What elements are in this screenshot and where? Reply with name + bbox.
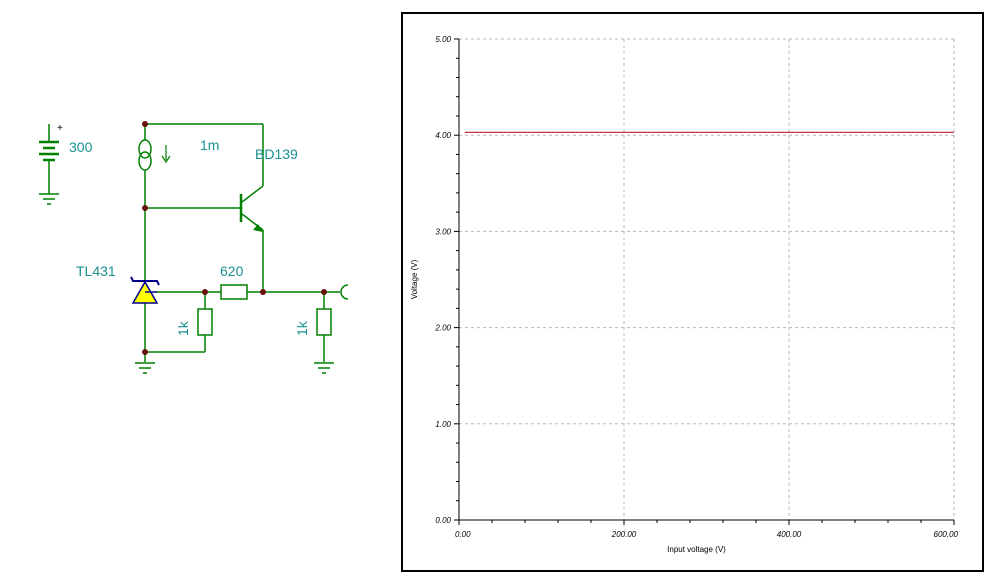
y-axis-title: Voltage (V) bbox=[410, 259, 419, 299]
ground-symbol-zener bbox=[135, 362, 155, 374]
chart-panel: 0.00 1.00 2.00 3.00 4.00 5.00 0.00 200.00 400.00… bbox=[401, 12, 984, 572]
resistor2-label: 1k bbox=[294, 320, 310, 336]
series-resistor-body bbox=[220, 284, 248, 300]
x-tick-label: 600.00 bbox=[934, 530, 959, 539]
resistor1-body bbox=[197, 308, 213, 336]
transistor-label: BD139 bbox=[255, 146, 298, 162]
chart-labels: 0.00 1.00 2.00 3.00 4.00 5.00 0.00 200.00 400.00… bbox=[410, 35, 959, 554]
x-tick-label: 200.00 bbox=[611, 530, 637, 539]
output-connector bbox=[340, 284, 349, 300]
circuit-schematic: 300 + 1m BD139 TL431 620 1k 1k bbox=[39, 121, 349, 374]
battery-label: 300 bbox=[69, 139, 93, 155]
y-tick-label: 1.00 bbox=[435, 420, 451, 429]
y-tick-label: 0.00 bbox=[435, 516, 451, 525]
x-tick-label: 0.00 bbox=[455, 530, 471, 539]
junction-nodes bbox=[142, 121, 327, 355]
voltage-chart: 0.00 1.00 2.00 3.00 4.00 5.00 0.00 200.00 400.00… bbox=[410, 35, 959, 554]
x-axis-title: Input voltage (V) bbox=[667, 545, 726, 554]
resistor2-body bbox=[316, 308, 332, 336]
y-tick-label: 2.00 bbox=[434, 324, 451, 333]
resistor1-label: 1k bbox=[175, 320, 191, 336]
emitter-arrow bbox=[253, 224, 263, 232]
ground-symbol-battery bbox=[39, 193, 59, 205]
current-source-symbol bbox=[138, 124, 171, 208]
zener-label: TL431 bbox=[76, 263, 116, 279]
chart-axes bbox=[454, 38, 955, 525]
y-tick-label: 3.00 bbox=[435, 227, 451, 236]
transistor-bd139-symbol bbox=[145, 185, 264, 292]
y-tick-label: 4.00 bbox=[435, 131, 451, 140]
chart-grid bbox=[459, 38, 955, 520]
source-label: 1m bbox=[200, 137, 219, 153]
battery-symbol bbox=[39, 124, 59, 194]
x-tick-label: 400.00 bbox=[777, 530, 802, 539]
zener-tl431-symbol bbox=[130, 276, 160, 304]
series-resistor-label: 620 bbox=[220, 263, 244, 279]
y-tick-label: 5.00 bbox=[435, 35, 451, 44]
ground-symbol-output bbox=[314, 362, 334, 374]
battery-plus-sign: + bbox=[57, 123, 63, 134]
